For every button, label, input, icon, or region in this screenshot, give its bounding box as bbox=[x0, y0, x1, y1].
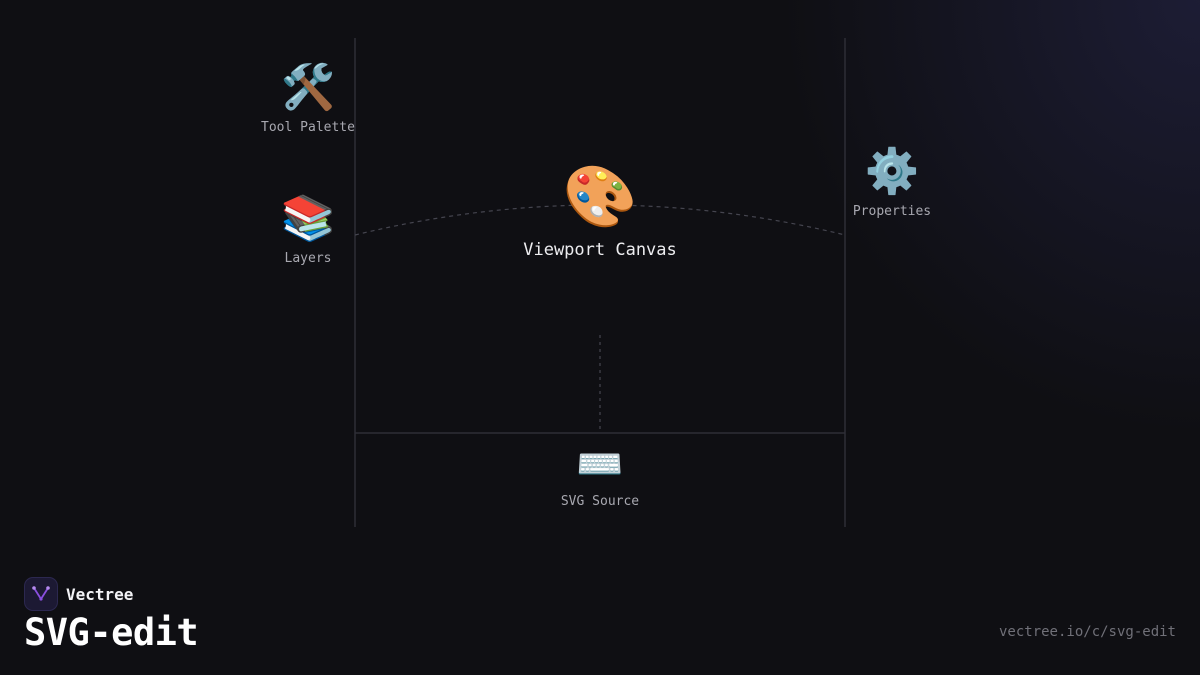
node-layers[interactable]: 📚 Layers bbox=[258, 193, 358, 266]
vectree-logo-icon bbox=[24, 577, 58, 611]
books-icon: 📚 bbox=[280, 193, 336, 244]
node-viewport-canvas[interactable]: 🎨 Viewport Canvas bbox=[500, 162, 700, 260]
node-label: Viewport Canvas bbox=[523, 240, 677, 260]
gear-icon: ⚙️ bbox=[864, 146, 920, 197]
node-label: Properties bbox=[852, 204, 932, 219]
keyboard-icon: ⌨️ bbox=[576, 442, 624, 486]
footer-url[interactable]: vectree.io/c/svg-edit bbox=[998, 624, 1176, 640]
brand[interactable]: Vectree bbox=[24, 577, 133, 611]
artist-palette-icon: 🎨 bbox=[562, 162, 638, 232]
node-label: SVG Source bbox=[560, 494, 640, 509]
node-tool-palette[interactable]: 🛠️ Tool Palette bbox=[258, 62, 358, 135]
node-label: Layers bbox=[284, 251, 332, 266]
node-svg-source[interactable]: ⌨️ SVG Source bbox=[545, 440, 655, 509]
canvas-arc-connector bbox=[354, 204, 846, 236]
vectree-logo-mark bbox=[32, 586, 50, 601]
hammer-and-wrench-icon: 🛠️ bbox=[280, 62, 336, 113]
brand-name: Vectree bbox=[66, 584, 134, 604]
node-label: Tool Palette bbox=[261, 120, 355, 135]
page-title: SVG-edit bbox=[24, 611, 199, 654]
node-properties[interactable]: ⚙️ Properties bbox=[840, 146, 944, 219]
